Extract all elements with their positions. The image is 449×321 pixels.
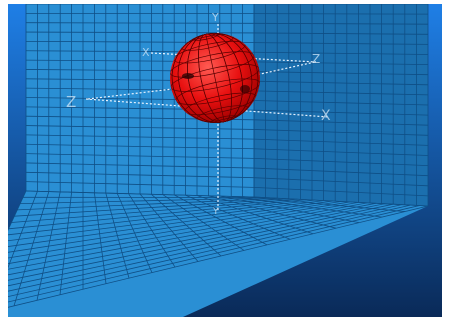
grid-line — [17, 197, 281, 211]
3d-viewport[interactable]: Z X X Z Y Y — [8, 4, 442, 317]
grid-line — [8, 202, 368, 270]
grid-line — [25, 134, 255, 140]
grid-line — [253, 158, 429, 166]
grid-line — [8, 200, 333, 247]
grid-line — [8, 203, 394, 287]
grid-line — [8, 205, 429, 308]
grid-line — [25, 31, 255, 34]
grid-line — [253, 71, 429, 76]
scene-canvas[interactable]: Z X X Z Y Y — [8, 4, 442, 317]
grid-line — [14, 198, 289, 217]
sphere-parallel — [175, 78, 260, 105]
grid-line — [25, 171, 255, 179]
grid-line — [8, 205, 420, 303]
grid-line — [253, 138, 429, 146]
grid-line — [253, 61, 429, 65]
grid-line — [25, 125, 255, 130]
y-axis-label: Y — [211, 11, 219, 24]
x-axis-front-line — [87, 83, 216, 100]
axis-labels: Z X X Z Y Y — [66, 11, 331, 217]
grid-line — [25, 22, 255, 24]
x-axis-line — [150, 52, 317, 63]
grid-line — [8, 204, 411, 298]
x-axis-label-secondary: X — [142, 46, 150, 59]
grid-line — [8, 202, 359, 265]
grid-line — [253, 119, 429, 126]
right-wall — [254, 4, 428, 206]
floor — [8, 191, 428, 317]
grid-line — [253, 80, 429, 86]
grid-line — [253, 22, 429, 25]
grid-line — [253, 51, 429, 55]
sphere-meridian — [171, 33, 259, 123]
grid-line — [253, 177, 429, 187]
grid-line — [8, 202, 376, 276]
grid-line — [253, 100, 429, 106]
grid-line — [253, 42, 429, 45]
sphere-pole-marker — [240, 85, 250, 93]
grid-line — [8, 201, 350, 259]
y-axis-label-secondary: Y — [212, 207, 219, 217]
floor-grid — [8, 190, 429, 308]
grid-line — [25, 143, 255, 150]
grid-line — [11, 198, 298, 223]
grid-line — [25, 153, 255, 159]
grid-line — [20, 197, 272, 204]
sphere-body[interactable] — [170, 33, 260, 123]
grid-line — [8, 199, 307, 230]
back-wall-grid — [25, 4, 255, 198]
sphere-parallel — [196, 105, 249, 122]
grid-line — [253, 90, 429, 96]
grid-line — [8, 200, 324, 242]
grid-line — [253, 167, 429, 177]
grid-line — [253, 109, 429, 116]
z-axis-label-secondary: Z — [312, 52, 320, 66]
grid-line — [25, 162, 255, 169]
grid-line — [8, 203, 385, 281]
grid-line — [25, 190, 255, 198]
sphere-parallel — [181, 34, 234, 51]
grid-line — [253, 148, 429, 156]
grid-line — [253, 129, 429, 136]
grid-line — [253, 186, 429, 197]
z-axis-label: Z — [66, 93, 76, 111]
grid-line — [8, 199, 315, 236]
grid-line — [25, 181, 255, 188]
grid-line — [8, 204, 402, 292]
grid-line — [8, 201, 342, 253]
grid-line — [253, 32, 429, 35]
x-axis-label: X — [321, 108, 331, 124]
grid-line — [8, 190, 27, 232]
sphere-pole-marker — [182, 73, 194, 79]
